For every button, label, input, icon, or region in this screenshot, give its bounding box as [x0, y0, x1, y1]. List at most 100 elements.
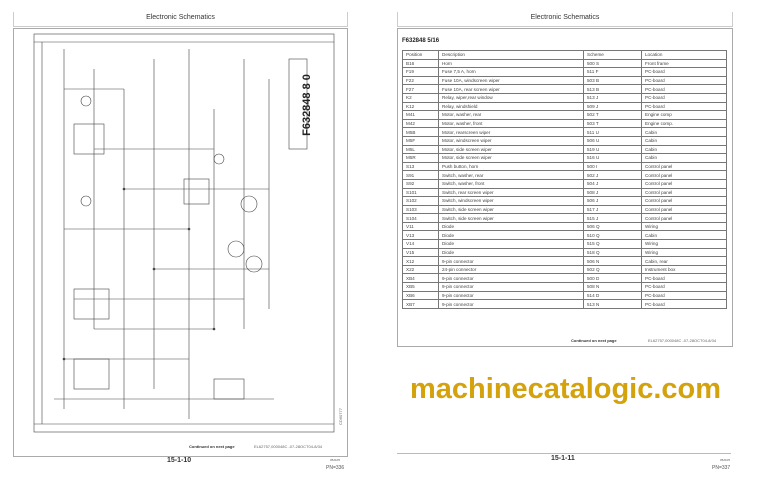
table-cell: S103	[402, 204, 439, 215]
watermark: machinecatalogic.com	[410, 373, 722, 405]
table-cell: Position	[402, 50, 439, 60]
table-cell: 517 J	[583, 204, 642, 215]
doc-code: EL62757,000048C -07-28OCT04-8/34	[254, 444, 323, 449]
table-cell: 9-pin connector	[438, 256, 584, 266]
table-cell: M5L	[402, 144, 439, 155]
table-cell: Diode	[438, 239, 584, 249]
table-cell: Control panel	[641, 213, 727, 223]
table-cell: Relay, wiper,rear window	[438, 92, 584, 103]
table-cell: Control panel	[641, 178, 727, 189]
table-cell: Diode	[438, 221, 584, 232]
table-cell: X22	[402, 264, 439, 275]
table-cell: Switch, washer, rear	[438, 170, 584, 180]
table-cell: Cabin	[641, 135, 727, 146]
pn-number: PN=336	[326, 465, 345, 471]
table-cell: Description	[438, 50, 584, 60]
table-cell: F22	[402, 75, 439, 86]
table-cell: Horn	[438, 58, 584, 69]
table-cell: 513 N	[583, 299, 642, 309]
table-cell: 516 U	[583, 153, 642, 163]
table-cell: Diode	[438, 247, 584, 258]
table-title: F632848 5/16	[402, 38, 440, 44]
table-cell: 513 B	[583, 84, 642, 94]
side-code: CD60777	[337, 408, 343, 425]
table-cell: Motor, side screen wiper	[438, 144, 584, 155]
table-cell: 506 N	[583, 256, 642, 266]
table-cell: 511 U	[583, 127, 642, 137]
table-cell: Motor, washer, front	[438, 118, 584, 129]
table-cell: Diode	[438, 230, 584, 241]
table-cell: Control panel	[641, 161, 727, 172]
table-cell: 514 D	[583, 290, 642, 301]
table-cell: Cabin	[641, 144, 727, 155]
doc-code: EL62757,000048C -07-28OCT04-8/34	[648, 338, 717, 343]
table-cell: Control panel	[641, 170, 727, 180]
table-cell: PC-board	[641, 75, 727, 86]
table-cell: 9-pin connector	[438, 273, 584, 284]
table-cell: PC-board	[641, 273, 727, 284]
small-code: 052105	[720, 458, 731, 462]
table-cell: Fuse 7,5 A, horn	[438, 67, 584, 77]
table-cell: 509 J	[583, 101, 642, 112]
table-cell: V13	[402, 230, 439, 241]
table-cell: 513 J	[583, 92, 642, 103]
page-number: 15-1-11	[551, 455, 575, 462]
table-cell: Push button, horn	[438, 161, 584, 172]
schematic-frame: F632848 8 0 CD60777 Continued on next pa…	[13, 28, 348, 457]
table-cell: 506 Q	[583, 221, 642, 232]
table-cell: 500 S	[583, 58, 642, 69]
table-cell: S92	[402, 178, 439, 189]
table-cell: 500 D	[583, 273, 642, 284]
table-cell: 502 Q	[583, 264, 642, 275]
table-cell: 518 Q	[583, 247, 642, 258]
table-cell: S102	[402, 196, 439, 206]
table-cell: 502 T	[583, 110, 642, 120]
footer-rule	[397, 453, 731, 454]
table-cell: Switch, side screen wiper	[438, 204, 584, 215]
table-cell: S101	[402, 187, 439, 198]
table-cell: M41	[402, 110, 439, 120]
table-cell: Motor, windscreen wiper	[438, 135, 584, 146]
table-cell: 504 J	[583, 178, 642, 189]
table-cell: Instrument box	[641, 264, 727, 275]
table-cell: 503 B	[583, 75, 642, 86]
table-cell: 503 T	[583, 118, 642, 129]
table-cell: Control panel	[641, 196, 727, 206]
page-number: 15-1-10	[167, 457, 192, 464]
table-cell: 500 I	[583, 161, 642, 172]
table-cell: Motor, rearscreen wiper	[438, 127, 584, 137]
table-cell: Cabin	[641, 127, 727, 137]
pn-number: PN=337	[712, 465, 731, 471]
table-cell: Engine comp	[641, 110, 727, 120]
table-cell: S91	[402, 170, 439, 180]
table-cell: 508 J	[583, 187, 642, 198]
table-cell: V11	[402, 221, 439, 232]
left-header: Electronic Schematics	[13, 12, 348, 27]
table-cell: 506 U	[583, 135, 642, 146]
table-cell: 511 F	[583, 67, 642, 77]
table-cell: PC-board	[641, 67, 727, 77]
table-cell: 508 N	[583, 282, 642, 292]
